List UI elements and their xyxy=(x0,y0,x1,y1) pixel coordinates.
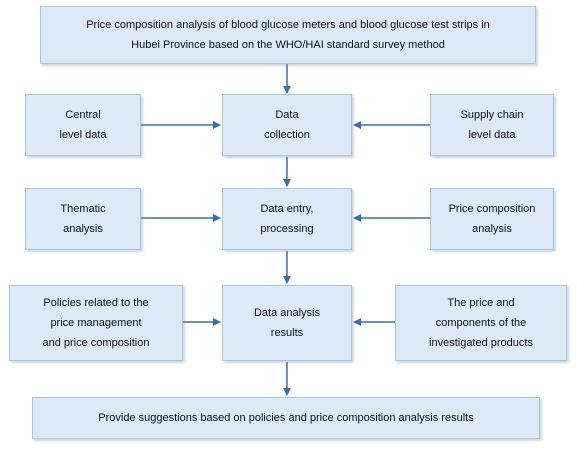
top-box-text: Price composition analysis of blood gluc… xyxy=(86,19,490,51)
bottom-box-text: Provide suggestions based on policies an… xyxy=(98,412,474,424)
central-level-data-box: Central level data xyxy=(25,94,141,156)
policies-box: Policies related to the price management… xyxy=(9,285,183,361)
bottom-box: Provide suggestions based on policies an… xyxy=(32,397,540,439)
data-analysis-results-text: Data analysis results xyxy=(253,307,321,339)
investigated-products-box: The price and components of the investig… xyxy=(395,285,567,361)
thematic-analysis-text: Thematic analysis xyxy=(60,203,106,235)
supply-chain-level-data-text: Supply chain level data xyxy=(460,109,524,141)
top-box: Price composition analysis of blood gluc… xyxy=(40,6,536,64)
policies-text: Policies related to the price management… xyxy=(42,297,150,349)
price-composition-analysis-text: Price composition analysis xyxy=(448,203,536,235)
price-composition-analysis-box: Price composition analysis xyxy=(430,188,554,250)
data-collection-text: Data collection xyxy=(264,109,310,141)
data-analysis-results-box: Data analysis results xyxy=(222,285,352,361)
data-entry-processing-text: Data entry, processing xyxy=(260,203,314,235)
thematic-analysis-box: Thematic analysis xyxy=(25,188,141,250)
central-level-data-text: Central level data xyxy=(59,109,107,141)
investigated-products-text: The price and components of the investig… xyxy=(429,297,533,349)
data-entry-processing-box: Data entry, processing xyxy=(222,188,352,250)
data-collection-box: Data collection xyxy=(222,94,352,156)
supply-chain-level-data-box: Supply chain level data xyxy=(430,94,554,156)
